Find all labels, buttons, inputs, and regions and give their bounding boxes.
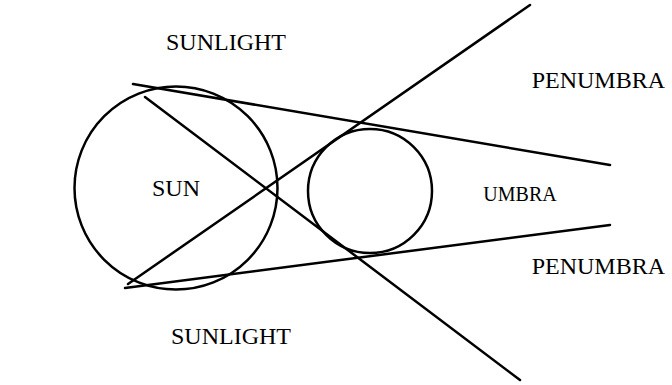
inner-tangent-line — [128, 5, 530, 284]
region-label: PENUMBRA — [532, 68, 665, 92]
inner-tangent-line — [145, 97, 520, 380]
region-label: SUNLIGHT — [171, 324, 291, 348]
region-label: UMBRA — [483, 184, 556, 204]
outer-tangent-line — [133, 84, 610, 165]
sun-circle: SUN — [73, 85, 279, 291]
node-label: SUN — [152, 176, 200, 200]
circle-outline-shape — [75, 87, 278, 290]
region-label: PENUMBRA — [532, 254, 665, 278]
region-label: SUNLIGHT — [166, 30, 286, 54]
body-circle — [308, 129, 432, 253]
